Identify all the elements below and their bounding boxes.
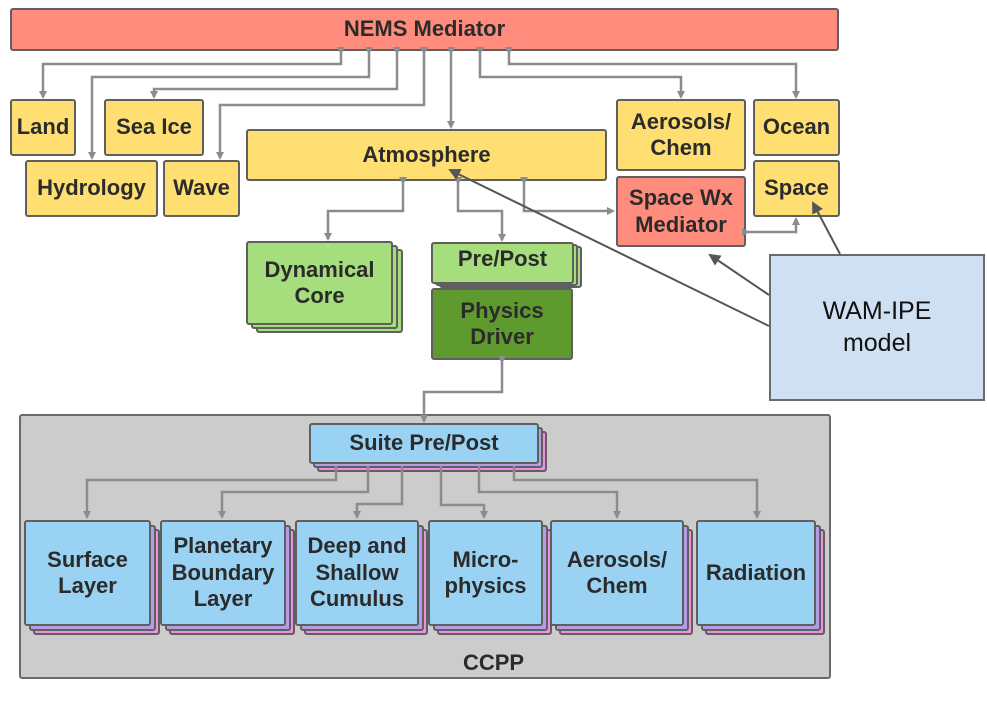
wave-component: Wave [163,160,240,217]
space-wx-mediator: Space Wx Mediator [616,176,746,247]
atmosphere-pre-post: Pre/Post [431,242,574,284]
connector-space [742,217,800,236]
suite-pre-post: Suite Pre/Post [309,423,539,464]
sea-ice-component: Sea Ice [104,99,204,156]
atmosphere-component: Atmosphere [246,129,607,181]
planetary-boundary-layer: Planetary Boundary Layer [160,520,286,626]
aerosols-chem-component: Aerosols/ Chem [616,99,746,171]
connector-spacewx [520,177,615,215]
land-component: Land [10,99,76,156]
connector-sea-ice [150,47,401,99]
ocean-component: Ocean [753,99,840,156]
dynamical-core: Dynamical Core [246,241,393,325]
radiation: Radiation [696,520,816,626]
connector-land [39,47,345,99]
aerosols-chem-scheme: Aerosols/ Chem [550,520,684,626]
space-component: Space [753,160,840,217]
physics-driver: Physics Driver [431,288,573,360]
wam-ipe-model: WAM-IPE model [769,254,985,401]
connector-prepost [454,177,506,242]
surface-layer: Surface Layer [24,520,151,626]
connector-dycore [324,177,407,241]
connector-physics-suite [420,356,506,423]
connector-ocean [505,47,800,99]
microphysics: Micro- physics [428,520,543,626]
nems-mediator: NEMS Mediator [10,8,839,51]
deep-shallow-cumulus: Deep and Shallow Cumulus [295,520,419,626]
ccpp-label: CCPP [462,650,525,675]
wam-arrow-spacewx [708,253,770,296]
hydrology-component: Hydrology [25,160,158,217]
connector-aerosols [476,47,685,99]
